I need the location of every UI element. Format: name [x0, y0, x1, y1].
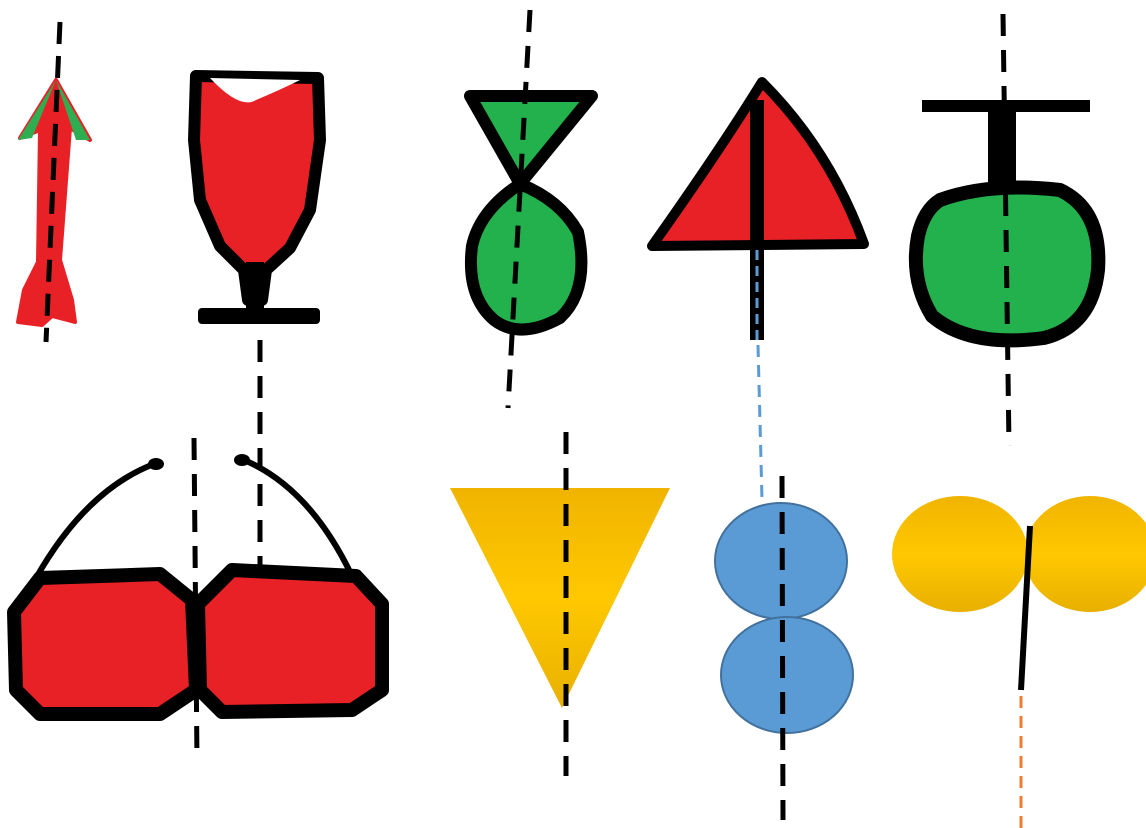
- arrow-figure: [16, 21, 92, 343]
- tag-stem: [988, 108, 1016, 192]
- symmetry-line-glasses: [191, 437, 200, 763]
- round-tag-figure: [908, 13, 1106, 447]
- triangle-shape: [450, 488, 670, 708]
- double-oval-figure: [892, 496, 1146, 828]
- glasses-left-lens: [7, 567, 203, 721]
- oval-stick: [1018, 525, 1033, 691]
- glasses-right-arm-end: [234, 454, 250, 466]
- oval-right: [1024, 496, 1146, 612]
- glasses-figure: [7, 437, 389, 763]
- tag-body: [908, 180, 1106, 348]
- triangle-figure: [450, 432, 670, 776]
- hourglass-figure: [464, 9, 598, 409]
- umbrella-figure: [647, 77, 869, 501]
- symmetry-line-arrow: [43, 21, 63, 343]
- arrow-tip: [18, 80, 90, 140]
- glasses-right-arm: [242, 457, 355, 578]
- goblet-stem: [246, 262, 264, 308]
- circle-bottom: [720, 616, 854, 734]
- goblet-figure: [188, 70, 326, 660]
- umbrella-handle: [750, 100, 764, 340]
- glasses-left-arm: [33, 461, 156, 580]
- hourglass-bottom: [464, 178, 588, 336]
- glasses-left-arm-end: [148, 458, 164, 470]
- double-circle-figure: [714, 475, 854, 821]
- symmetry-line-umbrella: [756, 344, 764, 501]
- goblet-base: [198, 308, 320, 324]
- oval-left: [892, 496, 1028, 612]
- hourglass-top: [464, 90, 598, 190]
- symmetry-line-circles: [779, 475, 786, 821]
- symmetry-line-tag: [1000, 13, 1012, 447]
- glasses-right-lens: [191, 563, 389, 719]
- goblet-notch: [210, 78, 300, 103]
- symmetry-line-hourglass: [505, 9, 533, 409]
